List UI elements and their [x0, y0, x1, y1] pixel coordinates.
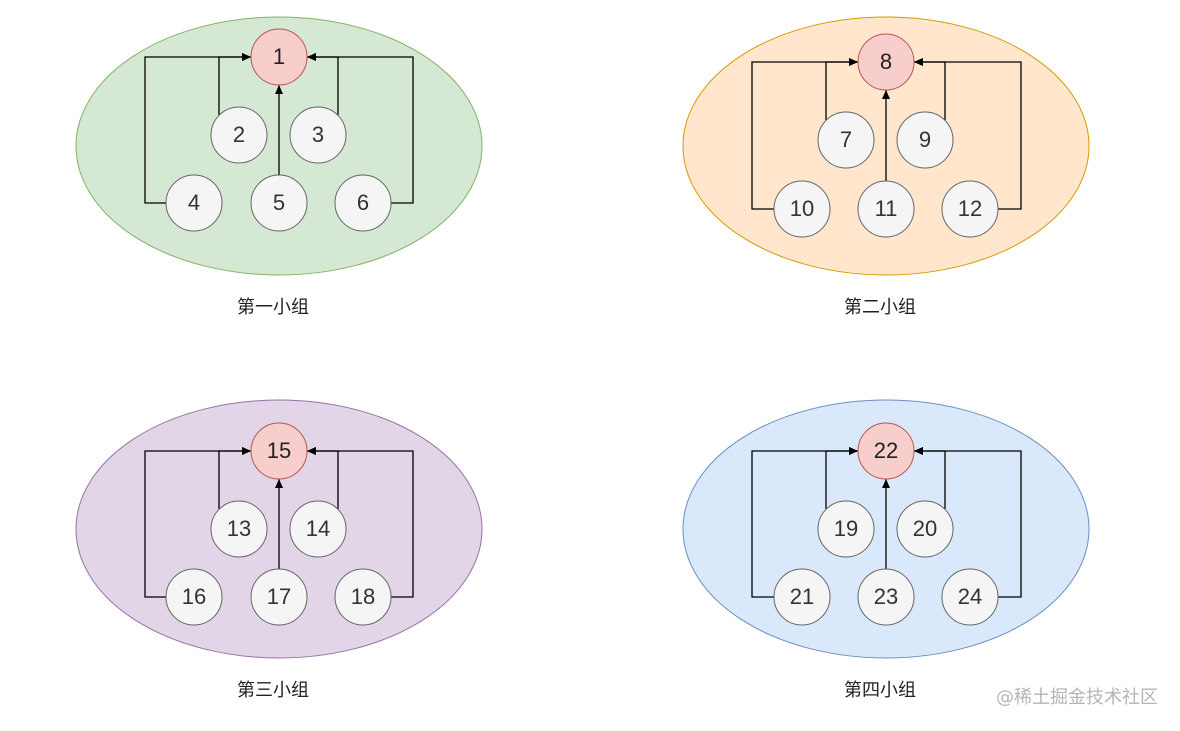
member-node-label: 11	[875, 196, 898, 221]
member-node-label: 2	[233, 122, 245, 147]
group-caption: 第一小组	[237, 297, 309, 318]
member-node[interactable]: 11	[857, 180, 915, 238]
connector-bottom-right	[307, 447, 414, 598]
member-node[interactable]: 5	[250, 174, 308, 232]
group-caption: 第二小组	[844, 297, 916, 318]
leader-node-shape	[857, 33, 915, 91]
member-node-label: 7	[840, 127, 852, 152]
member-node-shape	[773, 568, 831, 626]
member-node-label: 9	[919, 127, 931, 152]
leader-node[interactable]: 22	[857, 422, 915, 480]
member-node-label: 23	[874, 584, 898, 609]
member-node-shape	[289, 500, 347, 558]
member-node-label: 12	[958, 196, 982, 221]
member-node-shape	[941, 568, 999, 626]
member-node-shape	[857, 180, 915, 238]
member-node-shape	[896, 500, 954, 558]
member-node[interactable]: 19	[817, 500, 875, 558]
member-node[interactable]: 18	[334, 568, 392, 626]
member-node-shape	[289, 106, 347, 164]
member-node[interactable]: 14	[289, 500, 347, 558]
member-node-label: 13	[227, 516, 251, 541]
member-node-shape	[941, 180, 999, 238]
member-node[interactable]: 7	[817, 111, 875, 169]
member-node[interactable]: 16	[165, 568, 223, 626]
member-node-shape	[165, 174, 223, 232]
group-caption: 第四小组	[844, 680, 916, 701]
member-node[interactable]: 6	[334, 174, 392, 232]
member-node-shape	[210, 106, 268, 164]
member-node[interactable]: 3	[289, 106, 347, 164]
member-node-shape	[334, 174, 392, 232]
member-node-shape	[250, 568, 308, 626]
member-node-label: 18	[351, 584, 375, 609]
member-node-label: 4	[188, 190, 200, 215]
member-node-shape	[250, 174, 308, 232]
member-node-label: 24	[958, 584, 982, 609]
member-node-label: 14	[306, 516, 330, 541]
leader-node-shape	[250, 422, 308, 480]
member-node-label: 21	[790, 584, 814, 609]
member-node-label: 6	[357, 190, 369, 215]
member-node-label: 5	[273, 190, 285, 215]
member-node-label: 3	[312, 122, 324, 147]
connector-bottom-right	[307, 53, 414, 204]
member-node[interactable]: 17	[250, 568, 308, 626]
member-node-shape	[334, 568, 392, 626]
member-node[interactable]: 13	[210, 500, 268, 558]
leader-node-shape	[857, 422, 915, 480]
member-node[interactable]: 9	[896, 111, 954, 169]
member-node-shape	[857, 568, 915, 626]
member-node[interactable]: 20	[896, 500, 954, 558]
member-node[interactable]: 24	[941, 568, 999, 626]
member-node[interactable]: 23	[857, 568, 915, 626]
member-node-label: 17	[267, 584, 291, 609]
member-node-label: 20	[913, 516, 937, 541]
member-node-shape	[817, 111, 875, 169]
member-node-label: 10	[790, 196, 814, 221]
connector-bottom-left	[751, 58, 858, 210]
member-node-shape	[773, 180, 831, 238]
leader-node[interactable]: 15	[250, 422, 308, 480]
member-node-shape	[165, 568, 223, 626]
group-4: 22 19 20 21 23 24 第四小组	[682, 399, 1090, 701]
connector-bottom-right	[914, 447, 1022, 598]
member-node-shape	[817, 500, 875, 558]
member-node[interactable]: 21	[773, 568, 831, 626]
connector-bottom-left	[144, 53, 251, 204]
leader-node-label: 15	[267, 438, 291, 463]
leader-node[interactable]: 1	[250, 28, 308, 86]
member-node[interactable]: 2	[210, 106, 268, 164]
leader-node-label: 1	[273, 44, 285, 69]
leader-node[interactable]: 8	[857, 33, 915, 91]
group-caption: 第三小组	[237, 680, 309, 701]
member-node-label: 16	[182, 584, 206, 609]
connector-bottom-right	[914, 58, 1022, 210]
member-node-shape	[210, 500, 268, 558]
member-node[interactable]: 10	[773, 180, 831, 238]
member-node-shape	[896, 111, 954, 169]
connector-bottom-left	[144, 447, 251, 598]
member-node[interactable]: 4	[165, 174, 223, 232]
group-2: 8 7 9 10 11 12 第二小组	[682, 16, 1090, 318]
group-1: 1 2 3 4 5 6 第一小组	[75, 16, 483, 318]
leader-node-label: 22	[874, 438, 898, 463]
watermark: @稀土掘金技术社区	[996, 687, 1158, 708]
connector-bottom-left	[751, 447, 858, 598]
member-node-label: 19	[834, 516, 858, 541]
leader-node-shape	[250, 28, 308, 86]
group-3: 15 13 14 16 17 18 第三小组	[75, 399, 483, 701]
leader-node-label: 8	[880, 49, 892, 74]
member-node[interactable]: 12	[941, 180, 999, 238]
